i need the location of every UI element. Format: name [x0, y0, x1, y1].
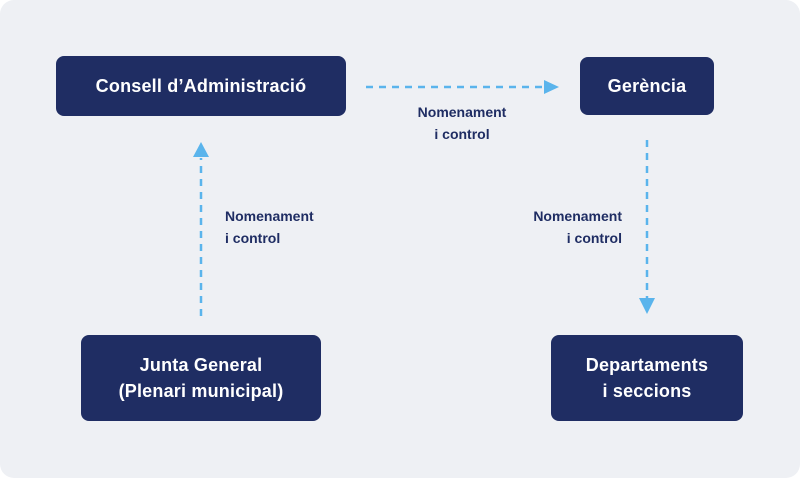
node-label: Consell d’Administració [95, 76, 307, 96]
arrowhead-up [193, 142, 209, 157]
node-label-line-2: i seccions [602, 381, 692, 401]
node-junta-general: Junta General (Plenari municipal) [81, 335, 321, 421]
edge-label-line-1: Nomenament [417, 104, 507, 120]
edge-label-line-2: i control [434, 126, 490, 142]
node-label-line-1: Departaments [585, 355, 709, 375]
edge-label-line-1: Nomenament [225, 208, 314, 224]
node-label-line-2: (Plenari municipal) [118, 381, 284, 401]
arrowhead-down [639, 298, 655, 314]
node-departaments-seccions: Departaments i seccions [551, 335, 743, 421]
node-consell-administracio: Consell d’Administració [56, 56, 346, 116]
edge-label-line-2: i control [566, 230, 622, 246]
node-label-line-1: Junta General [139, 355, 263, 375]
edge-label-consell-gerencia: Nomenament i control [392, 101, 532, 145]
node-gerencia: Gerència [580, 57, 714, 115]
edge-label-junta-consell: Nomenament i control [225, 205, 365, 249]
arrowhead-right [544, 80, 559, 94]
edge-label-line-1: Nomenament [533, 208, 622, 224]
node-label: Gerència [607, 76, 687, 96]
edge-label-gerencia-departaments: Nomenament i control [482, 205, 622, 249]
edge-label-line-2: i control [225, 230, 281, 246]
